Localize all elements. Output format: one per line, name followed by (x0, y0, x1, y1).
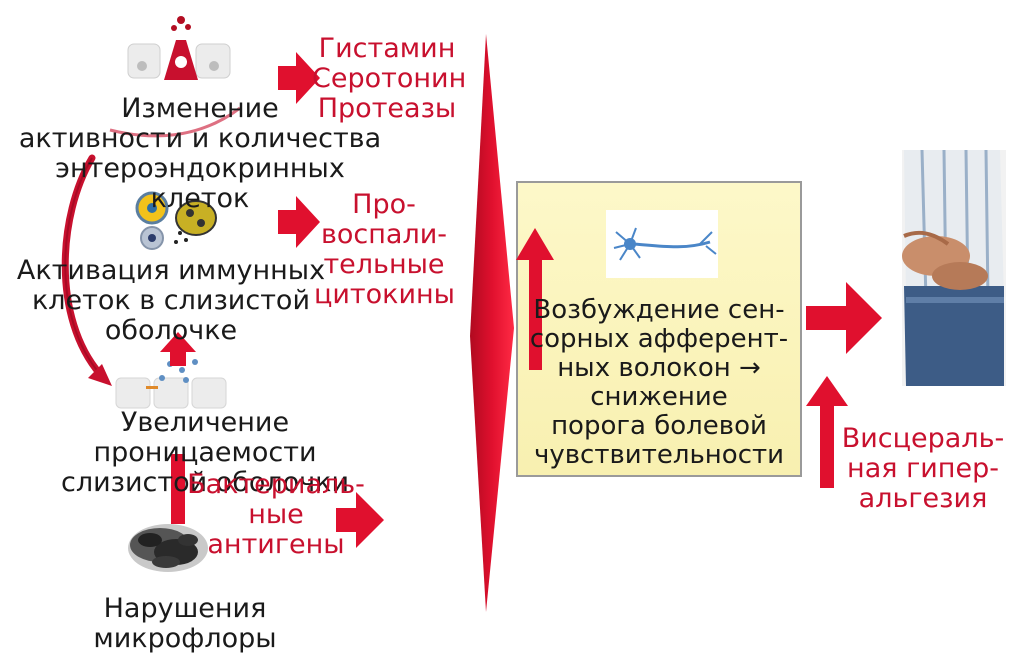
label-amines: Гистамин Серотонин Протеазы (312, 33, 467, 124)
box-text: Возбуждение сен- сорных афферент- ных во… (529, 295, 789, 470)
abdominal-pain-figure-icon (902, 149, 1006, 386)
bacteria-cluster-icon (128, 524, 208, 572)
label-microflora: Нарушения микрофлоры (93, 593, 277, 654)
immune-cells-icon (135, 191, 217, 250)
arrow-to-amines (278, 52, 320, 104)
label-cytokines: Про- воспали- тельные цитокины (314, 189, 455, 310)
arrow-shaft-antigens (171, 454, 185, 524)
label-hyperalgesia: Висцераль- ная гипер- альгезия (841, 423, 1005, 514)
big-convergence-arrow (470, 34, 514, 612)
arrow-to-patient (806, 282, 882, 354)
arrow-to-big-arrow (336, 492, 384, 548)
label-immune: Активация иммунных клеток в слизистой об… (16, 255, 326, 346)
enteroendocrine-cells-icon (127, 16, 231, 80)
curved-feedback-arrow (61, 106, 241, 386)
mucosa-cells-icon (115, 359, 227, 409)
label-antigens: Бактериаль- ные антигены (187, 469, 365, 560)
arrow-up-to-immune (160, 332, 196, 366)
label-permeability: Увеличение проницаемости слизистой оболо… (60, 407, 350, 498)
arrow-to-cytokines (278, 196, 320, 248)
hyperalgesia-up-arrow (806, 376, 848, 488)
box-up-arrow (516, 228, 554, 370)
label-enteroendocrine: Изменение активности и количества энтеро… (18, 93, 382, 214)
neuron-icon (606, 210, 718, 278)
